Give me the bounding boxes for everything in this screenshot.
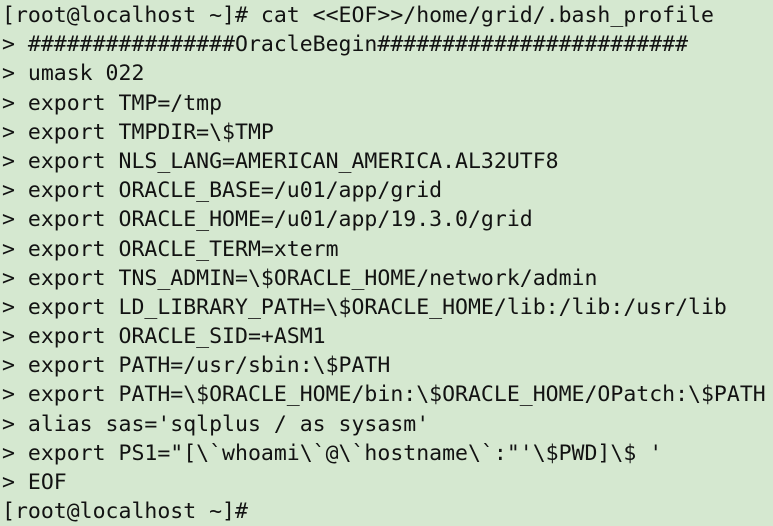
terminal-line: > export ORACLE_SID=+ASM1: [2, 324, 326, 350]
terminal-line: > export TNS_ADMIN=\$ORACLE_HOME/network…: [2, 265, 598, 291]
terminal-line: [root@localhost ~]# cat <<EOF>>/home/gri…: [2, 3, 714, 28]
terminal-line: > umask 022: [2, 61, 145, 87]
terminal-line: > export ORACLE_BASE=/u01/app/grid: [2, 178, 443, 204]
terminal-prompt-line: [root@localhost ~]#: [2, 499, 248, 525]
terminal-line: > export TMPDIR=\$TMP: [2, 119, 274, 145]
terminal-line: > export ORACLE_TERM=xterm: [2, 236, 339, 262]
terminal-line: > ################OracleBegin###########…: [2, 32, 689, 58]
terminal-line: > EOF: [2, 470, 67, 495]
terminal-line: > alias sas='sqlplus / as sysasm': [2, 411, 430, 437]
terminal-line: > export PATH=\$ORACLE_HOME/bin:\$ORACLE…: [2, 382, 766, 408]
terminal-line: > export ORACLE_HOME=/u01/app/19.3.0/gri…: [2, 207, 533, 233]
terminal-line: > export PS1="[\`whoami\`@\`hostname\`:"…: [2, 440, 663, 466]
terminal-line: > export NLS_LANG=AMERICAN_AMERICA.AL32U…: [2, 148, 559, 174]
terminal-line: > export LD_LIBRARY_PATH=\$ORACLE_HOME/l…: [2, 294, 727, 320]
terminal-line: > export PATH=/usr/sbin:\$PATH: [2, 353, 391, 379]
terminal-line: > export TMP=/tmp: [2, 90, 223, 116]
